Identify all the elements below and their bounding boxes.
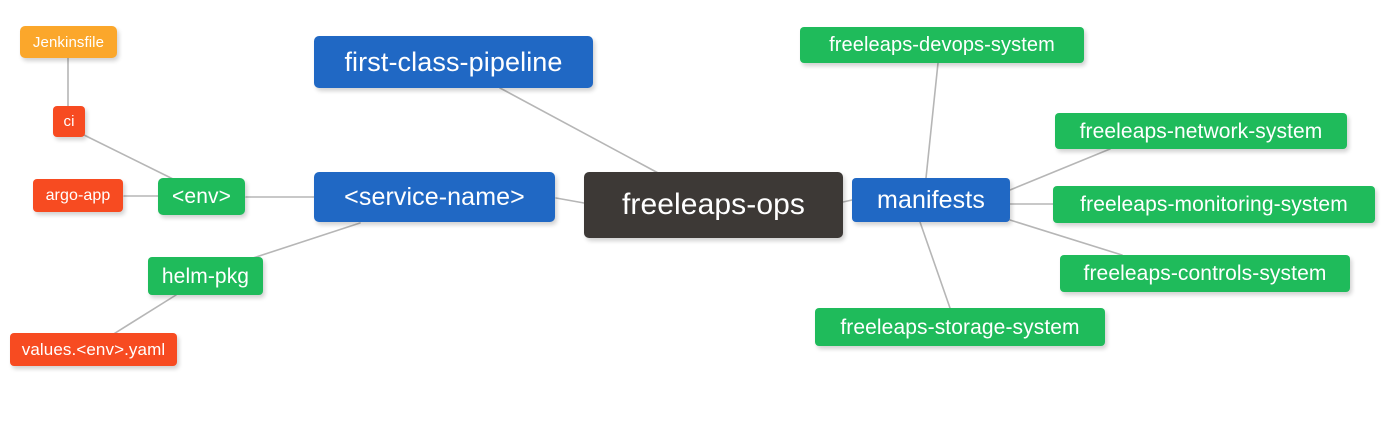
node-freeleaps-controls-system[interactable]: freeleaps-controls-system bbox=[1060, 255, 1350, 292]
edge-ops-manifests bbox=[842, 199, 853, 203]
node-service-name[interactable]: <service-name> bbox=[314, 172, 555, 222]
node-label-first-class-pipeline: first-class-pipeline bbox=[344, 46, 563, 77]
node-label-freeleaps-storage-system: freeleaps-storage-system bbox=[840, 315, 1080, 339]
node-first-class-pipeline[interactable]: first-class-pipeline bbox=[314, 36, 593, 88]
node-label-env: <env> bbox=[172, 185, 231, 208]
node-env[interactable]: <env> bbox=[158, 178, 245, 215]
edge-manifests-network bbox=[1009, 148, 1111, 191]
node-freeleaps-storage-system[interactable]: freeleaps-storage-system bbox=[815, 308, 1105, 346]
edge-manifests-storage bbox=[919, 221, 951, 309]
node-freeleaps-network-system[interactable]: freeleaps-network-system bbox=[1055, 113, 1347, 149]
node-label-jenkinsfile: Jenkinsfile bbox=[32, 33, 105, 51]
node-label-freeleaps-monitoring-system: freeleaps-monitoring-system bbox=[1080, 193, 1348, 216]
edge-env-ci bbox=[81, 133, 176, 181]
node-freeleaps-ops[interactable]: freeleaps-ops bbox=[584, 172, 843, 238]
node-manifests[interactable]: manifests bbox=[852, 178, 1010, 222]
node-label-helm-pkg: helm-pkg bbox=[161, 264, 250, 288]
node-label-freeleaps-network-system: freeleaps-network-system bbox=[1079, 119, 1323, 143]
edge-manifests-devops bbox=[925, 62, 939, 179]
node-jenkinsfile[interactable]: Jenkinsfile bbox=[20, 26, 117, 58]
node-label-manifests: manifests bbox=[877, 185, 985, 214]
node-label-ci: ci bbox=[63, 113, 75, 130]
edge-service-helm bbox=[249, 222, 361, 260]
edge-ops-service bbox=[555, 197, 585, 204]
edge-manifests-controls bbox=[1009, 219, 1123, 256]
node-ci[interactable]: ci bbox=[53, 106, 85, 137]
node-label-argo-app: argo-app bbox=[45, 186, 111, 204]
node-argo-app[interactable]: argo-app bbox=[33, 179, 123, 212]
node-helm-pkg[interactable]: helm-pkg bbox=[148, 257, 263, 295]
node-label-freeleaps-controls-system: freeleaps-controls-system bbox=[1083, 262, 1327, 285]
node-freeleaps-monitoring-system[interactable]: freeleaps-monitoring-system bbox=[1053, 186, 1375, 223]
node-values-env-yaml[interactable]: values.<env>.yaml bbox=[10, 333, 177, 366]
edge-ops-pipeline bbox=[499, 87, 661, 175]
node-label-values-env-yaml: values.<env>.yaml bbox=[21, 340, 166, 359]
node-freeleaps-devops-system[interactable]: freeleaps-devops-system bbox=[800, 27, 1084, 63]
edge-helm-values bbox=[111, 294, 177, 336]
node-label-service-name: <service-name> bbox=[344, 182, 525, 211]
node-label-freeleaps-ops: freeleaps-ops bbox=[621, 188, 806, 221]
node-label-freeleaps-devops-system: freeleaps-devops-system bbox=[829, 34, 1055, 56]
